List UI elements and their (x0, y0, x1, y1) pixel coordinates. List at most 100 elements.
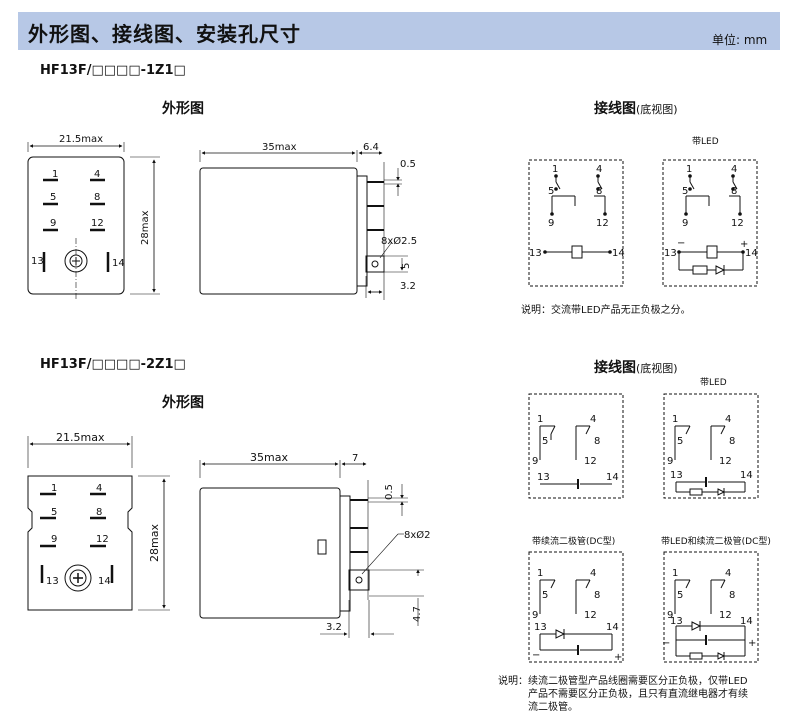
m1-dim-5: 5 (401, 263, 412, 269)
m1l-pin-14: 14 (745, 248, 758, 259)
m2-dim-hole: 8xØ2 (404, 529, 431, 541)
m1l-pin-5: 5 (682, 186, 688, 197)
model2-wiring-title: 接线图(底视图) (594, 360, 678, 376)
m2-dim-7: 7 (352, 453, 358, 464)
m2d-pin-13: 13 (670, 616, 683, 627)
model2-note-line3: 流二极管。 (528, 702, 578, 713)
model2-wiring-led (663, 393, 759, 499)
m2c-pin-5: 5 (542, 590, 548, 601)
m2b-pin-14: 14 (740, 470, 753, 481)
m2d-pin-1: 1 (672, 568, 678, 579)
m2b-pin-5: 5 (677, 436, 683, 447)
m1-pin-4: 4 (94, 169, 100, 180)
m1-dim-width: 21.5max (59, 134, 103, 145)
m1w-pin-5: 5 (548, 186, 554, 197)
m1l-pin-4: 4 (731, 164, 737, 175)
unit-label: 单位: mm (712, 33, 768, 47)
model2-side-view (199, 460, 424, 638)
m1-dim-hole: 8xØ2.5 (381, 235, 417, 247)
m2-pin-4: 4 (96, 483, 102, 494)
m2d-pin-4: 4 (725, 568, 731, 579)
m1-pin-14: 14 (112, 258, 125, 269)
m1l-plus: + (740, 239, 748, 250)
m1-dim-height: 28max (140, 210, 151, 245)
m2c-minus: − (532, 650, 540, 661)
model1-wiring-title: 接线图(底视图) (594, 101, 678, 117)
m1w-pin-8: 8 (596, 186, 602, 197)
model2-note-line2: 产品不需要区分正负极，且只有直流继电器才有续 (528, 689, 748, 700)
m1w-pin-12: 12 (596, 218, 609, 229)
m2b-pin-9: 9 (667, 456, 673, 467)
m2b-pin-12: 12 (719, 456, 732, 467)
m2b-pin-13: 13 (670, 470, 683, 481)
model1-wiring-standard (528, 159, 624, 287)
m1l-pin-9: 9 (682, 218, 688, 229)
m2a-pin-8: 8 (594, 436, 600, 447)
m2c-pin-14: 14 (606, 622, 619, 633)
model1-outline-title: 外形图 (162, 101, 204, 117)
m1-pin-9: 9 (50, 218, 56, 229)
model2-wiring-led-diode (663, 551, 759, 663)
m2d-pin-9: 9 (667, 610, 673, 621)
m2-dim-width: 21.5max (56, 431, 105, 444)
model1-wiring-led (662, 159, 758, 287)
m2d-minus: − (662, 638, 670, 649)
m2a-pin-12: 12 (584, 456, 597, 467)
m2-dim-length: 35max (250, 451, 288, 464)
m1l-pin-12: 12 (731, 218, 744, 229)
m1-dim-32: 3.2 (400, 281, 416, 292)
m1-dim-length: 35max (262, 142, 297, 153)
m2c-plus: + (614, 652, 622, 663)
m1w-pin-1: 1 (552, 164, 558, 175)
m2d-plus: + (748, 638, 756, 649)
m1l-pin-8: 8 (731, 186, 737, 197)
m2-pin-12: 12 (96, 534, 109, 545)
m2d-pin-5: 5 (677, 590, 683, 601)
m1l-pin-1: 1 (686, 164, 692, 175)
m2c-pin-13: 13 (534, 622, 547, 633)
m2a-pin-5: 5 (542, 436, 548, 447)
m1-pin-13: 13 (31, 256, 44, 267)
m2a-pin-13: 13 (537, 472, 550, 483)
m2a-pin-9: 9 (532, 456, 538, 467)
model2-note-line1: 说明：续流二极管型产品线圈需要区分正负极，仅带LED (498, 676, 748, 687)
m2d-pin-12: 12 (719, 610, 732, 621)
m2b-pin-1: 1 (672, 414, 678, 425)
m1-dim-64: 6.4 (363, 142, 379, 153)
m2-pin-14: 14 (98, 576, 111, 587)
m2c-pin-4: 4 (590, 568, 596, 579)
m2d-pin-8: 8 (729, 590, 735, 601)
m2-led-diode-label: 带LED和续流二极管(DC型) (661, 535, 771, 547)
m2c-pin-1: 1 (537, 568, 543, 579)
model2-outline-title: 外形图 (162, 395, 204, 411)
m2-dim-47: 4.7 (412, 606, 423, 622)
m1w-pin-4: 4 (596, 164, 602, 175)
m2b-pin-8: 8 (729, 436, 735, 447)
m2a-pin-14: 14 (606, 472, 619, 483)
m1-led-label: 带LED (692, 136, 719, 147)
header-bar (18, 12, 780, 50)
m2-pin-9: 9 (51, 534, 57, 545)
m1-dim-05: 0.5 (400, 159, 416, 170)
m1-pin-1: 1 (52, 169, 58, 180)
m2-pin-13: 13 (46, 576, 59, 587)
m1-pin-12: 12 (91, 218, 104, 229)
m1l-minus: − (677, 238, 685, 249)
m2-pin-1: 1 (51, 483, 57, 494)
m2-dim-05: 0.5 (384, 484, 395, 500)
model2-wiring-standard (528, 393, 624, 499)
m2-diode-label: 带续流二极管(DC型) (532, 535, 615, 547)
model2-name: HF13F/□□□□-2Z1□ (40, 357, 186, 372)
m1-pin-8: 8 (94, 192, 100, 203)
model1-name: HF13F/□□□□-1Z1□ (40, 63, 186, 78)
m2-dim-height: 28max (148, 524, 161, 562)
m2-dim-32: 3.2 (326, 622, 342, 633)
model1-side-view (199, 150, 408, 300)
model1-bottom-view (27, 142, 160, 300)
model2-wiring-diode (528, 551, 624, 663)
m2a-pin-4: 4 (590, 414, 596, 425)
m2d-pin-14: 14 (740, 616, 753, 627)
m2c-pin-12: 12 (584, 610, 597, 621)
m1-pin-5: 5 (50, 192, 56, 203)
